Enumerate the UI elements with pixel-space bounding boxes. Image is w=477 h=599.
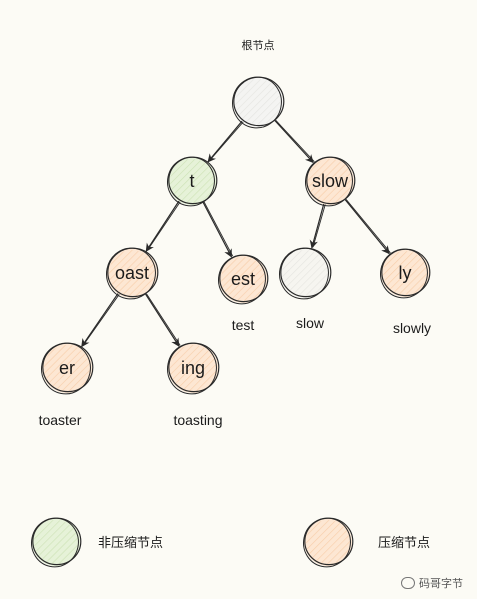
- edge-oast-er: [81, 292, 121, 348]
- legend-label-compressed: 压缩节点: [378, 535, 430, 551]
- root-title: 根节点: [242, 38, 275, 52]
- node-label-oast: oast: [115, 263, 149, 283]
- legend-swatch-uncompressed: [31, 517, 82, 568]
- node-ing: ing: [167, 342, 220, 395]
- node-est: est: [218, 254, 269, 305]
- word-slowly: slowly: [393, 320, 431, 336]
- legend-label-uncompressed: 非压缩节点: [98, 535, 163, 551]
- node-t: t: [167, 156, 218, 207]
- wechat-icon: [401, 577, 415, 589]
- word-labels: test slow slowly toaster toasting: [39, 315, 431, 428]
- node-ly: ly: [380, 248, 431, 299]
- word-slow: slow: [296, 315, 325, 331]
- node-label-ly: ly: [399, 263, 412, 283]
- nodes: t slow oast est ly er ing: [41, 76, 431, 395]
- word-test: test: [232, 317, 255, 333]
- edge-root-t: [207, 120, 245, 163]
- edge-slow-ly: [344, 198, 391, 255]
- legend: 非压缩节点 压缩节点: [31, 517, 430, 568]
- legend-swatch-compressed: [303, 517, 354, 568]
- node-label-slow: slow: [312, 171, 349, 191]
- node-oast: oast: [106, 247, 159, 300]
- node-er: er: [41, 342, 94, 395]
- node-slowleaf: [279, 247, 332, 300]
- watermark: 码哥字节: [401, 575, 463, 591]
- node-slow: slow: [305, 156, 356, 207]
- watermark-text: 码哥字节: [419, 577, 463, 590]
- node-label-er: er: [59, 358, 75, 378]
- edges: [81, 119, 391, 348]
- node-label-t: t: [189, 171, 194, 191]
- node-root: [232, 76, 285, 129]
- legend-item-uncompressed: 非压缩节点: [31, 517, 163, 568]
- word-toaster: toaster: [39, 412, 82, 428]
- edge-oast-ing: [144, 292, 181, 347]
- node-label-ing: ing: [181, 358, 205, 378]
- edge-t-est: [202, 201, 234, 258]
- edge-root-slow: [273, 119, 315, 164]
- edge-t-oast: [145, 199, 182, 252]
- edge-slow-slowleaf: [309, 203, 326, 249]
- legend-item-compressed: 压缩节点: [303, 517, 430, 568]
- word-toasting: toasting: [173, 412, 222, 428]
- node-label-est: est: [231, 269, 255, 289]
